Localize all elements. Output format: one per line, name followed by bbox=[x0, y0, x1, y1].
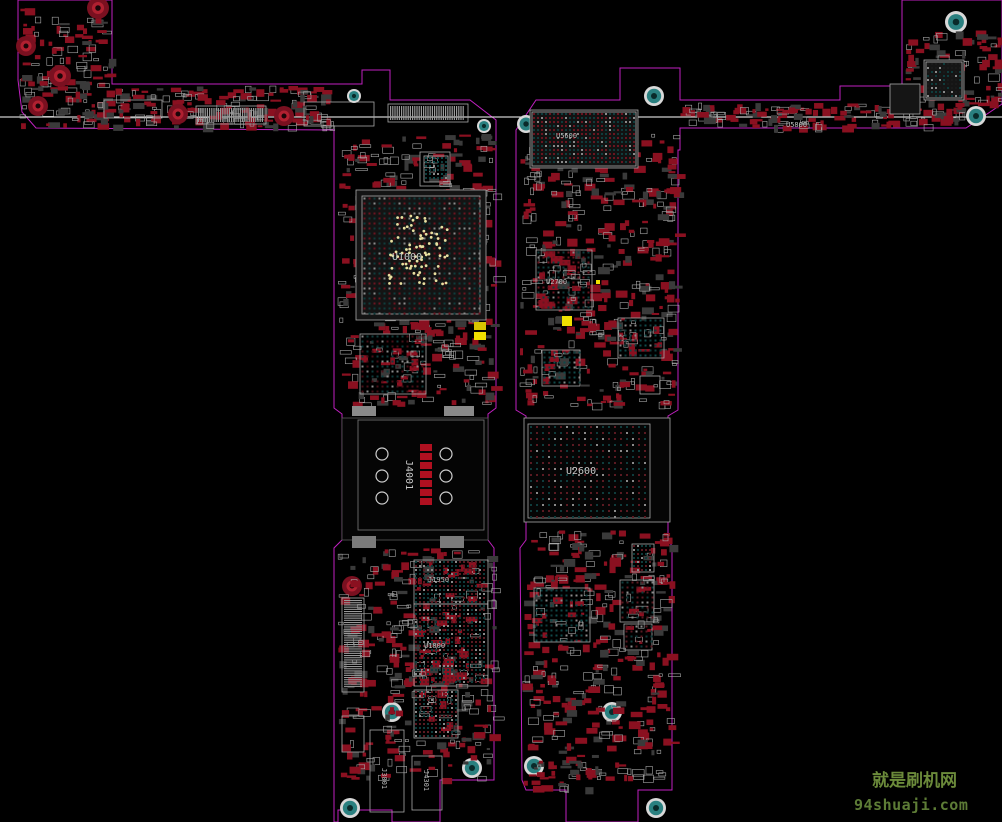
chip-u2700-bga bbox=[535, 249, 593, 311]
sim-pin-2 bbox=[375, 469, 389, 483]
chip-label-u2600: U2600 bbox=[566, 466, 596, 477]
sim-tray-area bbox=[341, 417, 489, 541]
sim-pin-5 bbox=[439, 491, 453, 505]
chip-label-j4301: J4301 bbox=[422, 770, 430, 791]
chip-small-1 bbox=[419, 151, 451, 187]
sim-connector bbox=[357, 419, 485, 531]
chip-u1000-bga bbox=[361, 195, 481, 315]
sim-pin-0 bbox=[375, 447, 389, 461]
chip-top-right-bga bbox=[925, 61, 963, 99]
chip-right-bottom-2 bbox=[619, 579, 655, 623]
connector-j3001 bbox=[369, 729, 405, 813]
chip-right-small bbox=[639, 375, 661, 395]
chip-label-u2700: U2700 bbox=[546, 278, 567, 286]
top-right-strip-components bbox=[680, 102, 967, 133]
connector-flex bbox=[387, 103, 469, 123]
chip-label-u5800: U5800 bbox=[786, 121, 807, 129]
left-board-outline bbox=[17, 0, 497, 822]
chip-label-j1950: J1950 bbox=[428, 576, 449, 584]
left-lower-components bbox=[337, 548, 505, 785]
connector-j4301 bbox=[411, 755, 443, 811]
sim-pin-3 bbox=[439, 469, 453, 483]
chip-pmu-bga bbox=[359, 333, 427, 395]
component-layer bbox=[16, 0, 1002, 818]
highlight-1 bbox=[474, 322, 486, 330]
watermark-chinese: 就是刷机网 bbox=[872, 770, 957, 791]
connector-small bbox=[341, 715, 365, 753]
chip-label-u1000: U1000 bbox=[392, 252, 422, 263]
sim-pin-1 bbox=[439, 447, 453, 461]
chip-right-mid-bga bbox=[617, 317, 665, 359]
chip-u1800-bga bbox=[413, 603, 489, 687]
chip-u5600-bga bbox=[531, 111, 637, 167]
chip-label-u1800: U1800 bbox=[424, 642, 445, 650]
connector-top-right bbox=[303, 101, 375, 127]
chip-lower-bga bbox=[413, 689, 459, 739]
chip-u2600-bga bbox=[527, 423, 651, 519]
chip-u5600-outline bbox=[529, 109, 639, 169]
chip-label-j4001: J4001 bbox=[403, 460, 414, 490]
right-upper-components bbox=[519, 130, 686, 411]
chip-right-bottom-bga bbox=[533, 587, 591, 643]
connector-top-mid bbox=[195, 105, 267, 125]
right-board-outline bbox=[515, 0, 1002, 822]
chip-label-u5600: U5600 bbox=[556, 132, 577, 140]
sim-pin-4 bbox=[375, 491, 389, 505]
chip-label-j3001: J3001 bbox=[380, 768, 388, 789]
connector-side bbox=[341, 597, 365, 693]
chip-right-bottom-4 bbox=[631, 543, 655, 573]
chip-small-1-bga bbox=[423, 155, 449, 183]
watermark-url: 94shuaji.com bbox=[854, 796, 968, 814]
chip-top-right-2 bbox=[889, 83, 921, 115]
connector-top-left bbox=[103, 99, 163, 119]
top-strip-components bbox=[113, 85, 336, 133]
